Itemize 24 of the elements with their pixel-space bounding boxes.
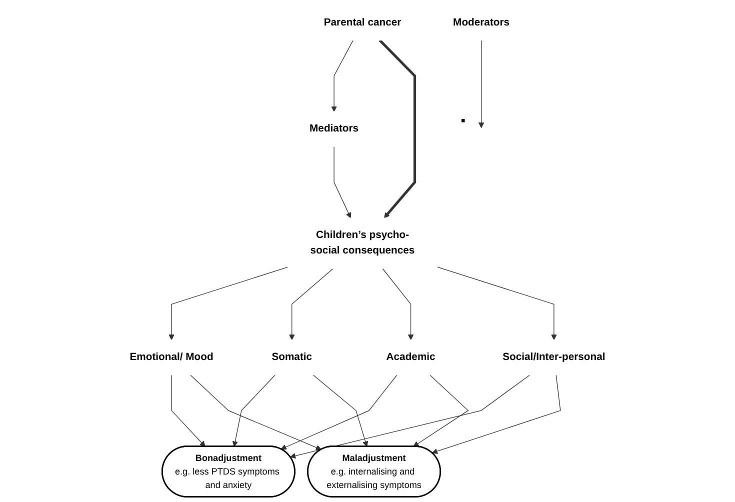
arrow — [331, 40, 354, 112]
arrow — [290, 374, 530, 459]
arrow — [382, 268, 414, 340]
node-text: Children’s psycho-social consequences — [310, 230, 415, 256]
arrow — [280, 374, 398, 450]
arrow — [312, 374, 368, 447]
arrow — [436, 266, 557, 340]
arrow — [478, 40, 484, 128]
node-text: Academic — [386, 352, 436, 363]
arrow — [378, 39, 416, 218]
node-text: Mediators — [310, 123, 359, 134]
arrow — [232, 374, 276, 447]
node-text: Social/Inter-personal — [502, 352, 606, 363]
node-text: Somatic — [272, 352, 312, 363]
arrow — [432, 374, 561, 454]
arrow — [171, 374, 206, 447]
arrow — [334, 146, 352, 218]
node-text: Moderators — [453, 16, 510, 28]
arrow — [168, 266, 288, 340]
arrow — [289, 268, 334, 340]
arrow — [190, 374, 322, 450]
node-text: Emotional/ Mood — [130, 352, 214, 363]
node-text: Parental cancer — [324, 16, 402, 28]
arrow — [413, 374, 469, 447]
